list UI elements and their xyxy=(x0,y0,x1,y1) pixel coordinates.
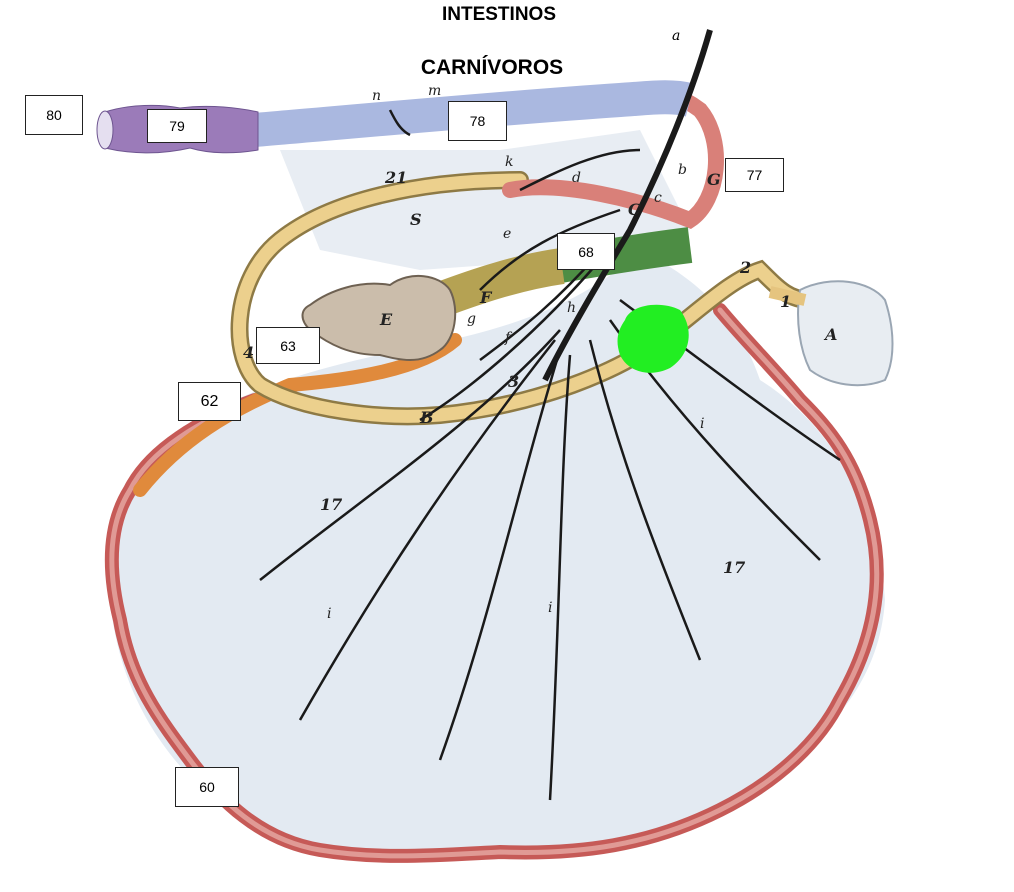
fig-letter-a: a xyxy=(672,28,680,44)
fig-letter-B: B xyxy=(420,408,434,427)
fig-letter-S: S xyxy=(410,210,422,229)
fig-number-4: 4 xyxy=(243,343,255,362)
fig-number-3: 3 xyxy=(508,372,520,391)
fig-letter-h: h xyxy=(567,300,577,316)
fig-letter-m: m xyxy=(428,83,442,99)
fig-number-1: 1 xyxy=(780,292,792,311)
label-78: 78 xyxy=(448,101,507,141)
stomach xyxy=(797,280,894,387)
mesenteric-artery xyxy=(542,29,713,382)
label-63: 63 xyxy=(256,327,320,364)
fig-letter-d: d xyxy=(572,170,581,186)
fig-number-21: 21 xyxy=(385,168,408,187)
fig-letter-f: f xyxy=(505,330,511,346)
fig-letter-i3: i xyxy=(548,600,553,616)
label-60: 60 xyxy=(175,767,239,807)
fig-number-2: 2 xyxy=(740,258,752,277)
fig-letter-k: k xyxy=(505,154,514,170)
fig-letter-i2: i xyxy=(327,606,332,622)
fig-letter-b: b xyxy=(678,162,687,178)
label-80: 80 xyxy=(25,95,83,135)
fig-letter-e: e xyxy=(503,226,512,242)
fig-letter-C: C xyxy=(628,200,641,219)
fig-letter-n: n xyxy=(372,88,382,104)
mesentery xyxy=(110,250,885,857)
fig-letter-F: F xyxy=(480,288,492,307)
label-68: 68 xyxy=(557,233,615,270)
fig-letter-g: g xyxy=(467,311,476,327)
fig-letter-c: c xyxy=(654,190,662,206)
colon-ascending xyxy=(433,248,565,317)
fig-letter-A: A xyxy=(825,325,838,344)
fig-letter-E: E xyxy=(380,310,393,329)
label-79: 79 xyxy=(147,109,207,143)
fig-letter-G: G xyxy=(707,170,721,189)
orange-segment xyxy=(133,333,462,497)
fig-number-17a: 17 xyxy=(320,495,343,514)
green-marker xyxy=(617,304,689,373)
label-77: 77 xyxy=(725,158,784,192)
label-62: 62 xyxy=(178,382,241,421)
colon-descending xyxy=(253,80,695,147)
page-title: INTESTINOS xyxy=(441,4,556,25)
fig-number-17b: 17 xyxy=(723,558,746,577)
page-subtitle: CARNÍVOROS xyxy=(420,56,564,79)
fig-letter-i1: i xyxy=(700,416,705,432)
cecum xyxy=(301,274,457,361)
